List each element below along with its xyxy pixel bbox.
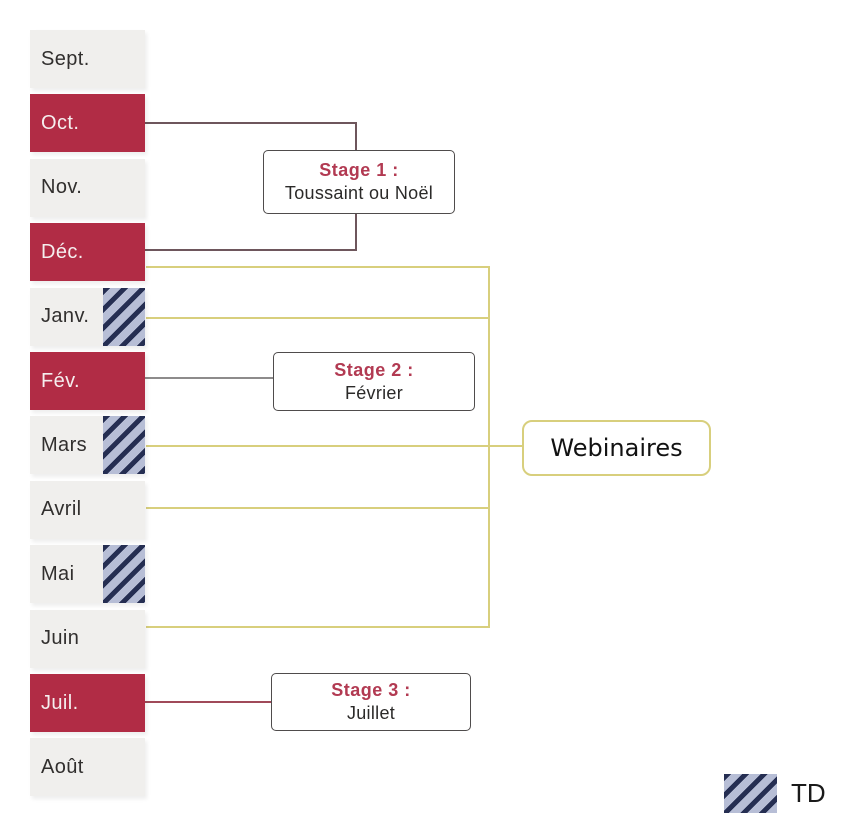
month-label: Oct. [41,111,80,134]
month-row-dec: Déc. [30,223,145,282]
stage3-connector [145,701,273,703]
webinar-line-avril [146,507,490,509]
month-label: Sept. [41,47,90,70]
stage1-connector-oct [145,122,357,124]
stage1-box: Stage 1 : Toussaint ou Noël [263,150,455,214]
td-legend: TD [724,774,826,813]
stage2-subtitle: Février [344,382,404,403]
month-row-aout: Août [30,738,145,797]
stage2-title: Stage 2 : [334,359,414,380]
webinars-box: Webinaires [522,420,711,476]
td-hatch [103,545,145,604]
month-label: Nov. [41,176,83,199]
webinar-trunk-line [488,266,490,628]
stage2-connector [145,377,274,379]
month-row-oct: Oct. [30,94,145,153]
td-hatch [103,287,145,346]
month-row-sept: Sept. [30,30,145,88]
month-label: Août [41,755,84,778]
stage3-title: Stage 3 : [331,680,411,700]
month-label: Avril [41,498,82,521]
month-row-fev: Fév. [30,352,145,410]
stage2-box: Stage 2 : Février [273,352,475,411]
month-row-mai: Mai [30,545,145,604]
month-label: Fév. [41,369,81,392]
month-row-avril: Avril [30,480,145,539]
month-label: Janv. [41,305,90,328]
stage1-subtitle: Toussaint ou Noël [284,183,434,203]
stage3-box: Stage 3 : Juillet [271,673,471,731]
month-label: Mai [41,562,75,585]
month-row-mars: Mars [30,416,145,475]
stage1-connector-dec [145,249,357,251]
month-label: Juil. [41,691,79,714]
month-row-juil: Juil. [30,674,145,732]
td-hatch-swatch [724,774,777,813]
month-row-janv: Janv. [30,287,145,346]
month-row-juin: Juin [30,609,145,668]
stage3-subtitle: Juillet [346,703,396,723]
webinar-line-janv [146,317,490,319]
webinar-line-mars [146,445,523,447]
td-hatch [103,416,145,475]
stage1-title: Stage 1 : [319,160,399,180]
month-row-nov: Nov. [30,158,145,217]
webinar-line-dec [146,266,490,268]
month-label: Juin [41,627,80,650]
month-label: Mars [41,433,88,456]
webinar-line-juin [146,626,490,628]
td-legend-label: TD [791,778,826,808]
webinars-label: Webinaires [550,434,683,462]
month-label: Déc. [41,240,84,263]
